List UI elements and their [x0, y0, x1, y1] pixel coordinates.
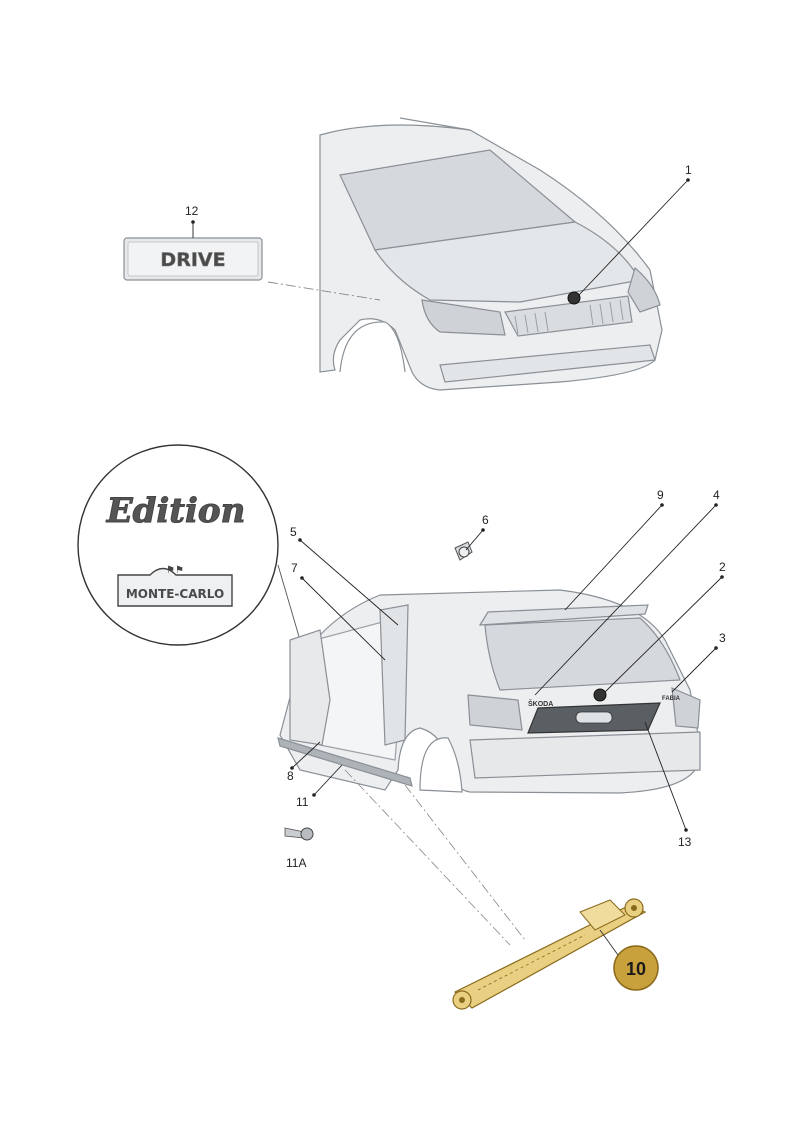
- rear-model-lettering: FABIA: [662, 696, 681, 702]
- rear-car-illustration: [277, 589, 701, 794]
- callout-label-2: 2: [719, 560, 726, 574]
- callout-dots: [191, 178, 724, 832]
- callout-label-11a: 11A: [286, 856, 306, 870]
- callout-leaders: [192, 179, 723, 831]
- callout-leader-10: [599, 929, 619, 956]
- monte-carlo-flag-icon: ⚑⚑: [166, 565, 184, 576]
- callout-label-4: 4: [713, 488, 720, 502]
- drive-emblem-text: DRIVE: [160, 249, 225, 271]
- edition-emblem-text: Edition: [106, 491, 246, 531]
- sill-light-strip-part-10: [452, 898, 647, 1010]
- front-logo-badge: [567, 291, 581, 305]
- clip-part-6: [454, 541, 473, 561]
- plate-light-unit: [575, 711, 613, 724]
- drive-emblem-part: DRIVE: [123, 237, 263, 281]
- emblem-detail-circle: Edition ⚑⚑ MONTE-CARLO: [77, 444, 279, 646]
- callout-label-5: 5: [290, 525, 297, 539]
- callout-label-3: 3: [719, 631, 726, 645]
- part-10-projection-lines: [344, 769, 526, 946]
- callout-label-11: 11: [296, 795, 309, 809]
- screw-part-11a: [284, 827, 314, 841]
- callout-label-7: 7: [291, 561, 298, 575]
- callout-label-8: 8: [287, 769, 294, 783]
- magnifier-leader: [277, 564, 301, 641]
- rear-brand-lettering: ŠKODA: [528, 699, 553, 708]
- monte-carlo-emblem-text: MONTE-CARLO: [126, 587, 224, 601]
- monte-carlo-emblem-part: ⚑⚑ MONTE-CARLO: [117, 565, 233, 607]
- callout-badge-10: 10: [613, 945, 659, 991]
- callout-label-12: 12: [185, 204, 199, 218]
- callout-label-1: 1: [685, 163, 692, 177]
- callout-label-6: 6: [482, 513, 489, 527]
- callout-label-10: 10: [626, 959, 646, 979]
- drive-emblem-leader: [267, 281, 381, 301]
- rear-logo-badge: [593, 688, 607, 702]
- front-grille-slats: [514, 299, 624, 335]
- callout-label-9: 9: [657, 488, 664, 502]
- callout-label-13: 13: [678, 835, 692, 849]
- front-car-illustration: [319, 117, 663, 391]
